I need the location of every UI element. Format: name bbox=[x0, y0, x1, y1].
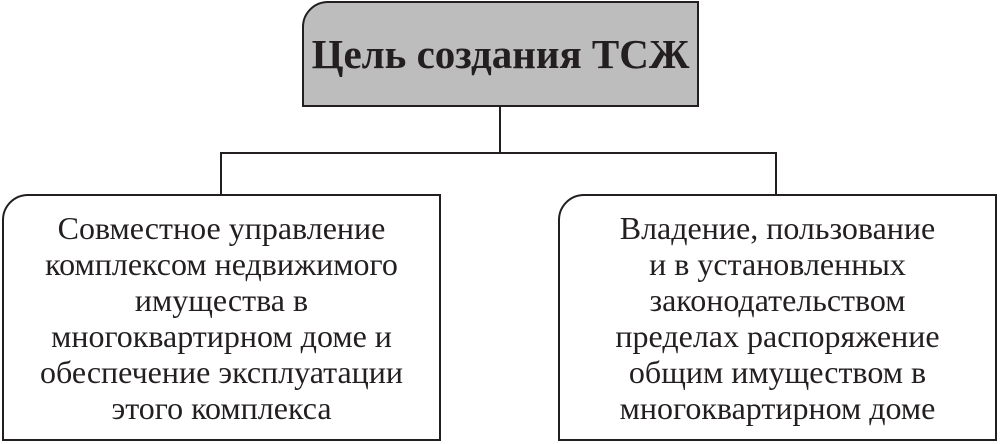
text-line: Владение, пользование bbox=[619, 209, 936, 246]
root-node: Цель создания ТСЖ bbox=[302, 1, 699, 107]
text-line: многоквартирном доме bbox=[619, 389, 936, 426]
text-line: этого комплекса bbox=[111, 389, 332, 426]
text-line: обеспечение эксплуатации bbox=[39, 353, 404, 390]
child-node-management: Совместное управление комплексом недвижи… bbox=[2, 194, 441, 441]
text-line: и в установленных bbox=[649, 245, 906, 282]
root-title: Цель создания ТСЖ bbox=[311, 31, 690, 77]
connector-root-down bbox=[499, 107, 501, 154]
text-line: пределах распоряжение bbox=[615, 317, 940, 354]
text-line: законодательством bbox=[649, 281, 906, 318]
text-line: имущества в bbox=[134, 281, 309, 318]
connector-left-down bbox=[220, 152, 222, 195]
text-line: комплексом недвижимого bbox=[45, 245, 398, 282]
text-line: Совместное управление bbox=[57, 209, 386, 246]
text-line: многоквартирном доме и bbox=[51, 317, 392, 354]
child-node-ownership: Владение, пользование и в установленных … bbox=[558, 194, 997, 441]
connector-horizontal bbox=[220, 152, 776, 154]
connector-right-down bbox=[775, 152, 777, 195]
text-line: общим имуществом в bbox=[628, 353, 927, 390]
